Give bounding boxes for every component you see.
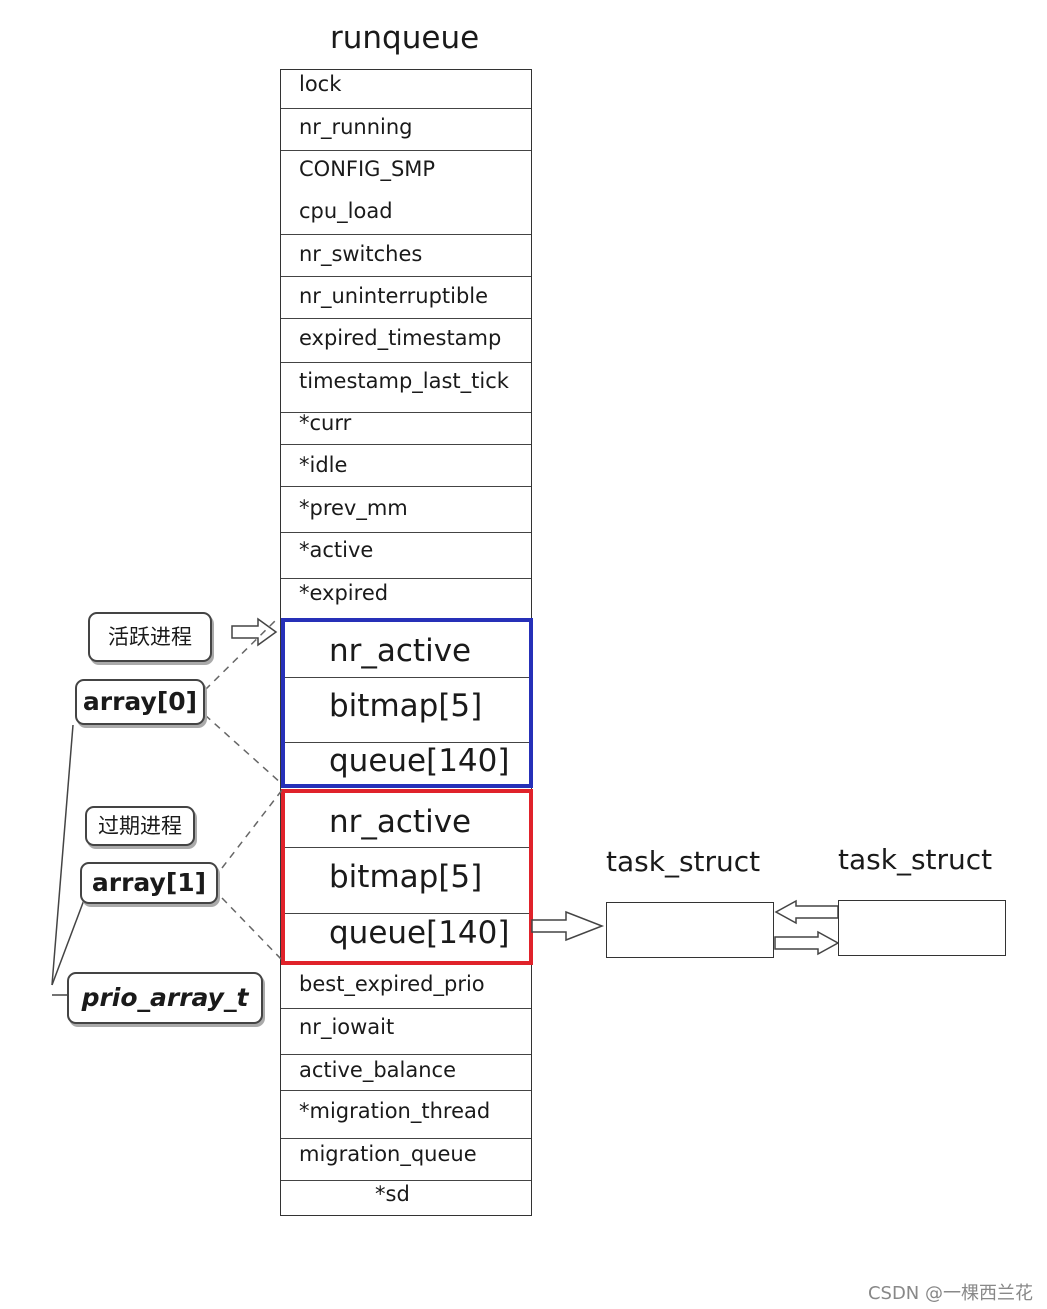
task-struct-box-1 [606,902,774,958]
field-lock: lock [299,72,342,96]
active-queue: queue[140] [329,743,510,779]
row-divider [285,913,529,914]
field-nr-switches: nr_switches [299,242,423,266]
task-struct-box-2 [838,900,1006,956]
field-best-expired-prio: best_expired_prio [299,972,485,996]
prio-array-t-callout: prio_array_t [67,972,263,1024]
task-struct-label-1: task_struct [606,845,761,878]
field-curr: *curr [299,411,352,435]
field-expired-timestamp: expired_timestamp [299,326,502,350]
field-cpu-load: cpu_load [299,199,393,223]
row-divider [285,742,529,743]
array1-dash-top [221,789,283,869]
row-divider [281,1054,531,1055]
expired-nr-active: nr_active [329,804,472,840]
array0-dash-bottom [204,714,283,785]
active-pointer-arrow [231,617,278,647]
expired-array-box: nr_active bitmap[5] queue[140] [281,789,533,965]
row-divider [281,412,531,413]
field-sd: *sd [375,1182,410,1206]
runqueue-title: runqueue [330,20,480,56]
active-process-callout: 活跃进程 [88,612,212,662]
field-timestamp-last-tick: timestamp_last_tick [299,369,509,393]
field-nr-running: nr_running [299,115,413,139]
queue-to-task-arrow [531,910,605,942]
array1-dash-bottom [221,897,283,961]
task-struct-label-2: task_struct [838,843,993,876]
array0-dash-top [204,617,279,691]
field-expired: *expired [299,581,389,605]
field-config-smp: CONFIG_SMP [299,157,436,181]
row-divider [281,362,531,363]
active-array-box: nr_active bitmap[5] queue[140] [281,618,533,788]
row-divider [285,677,529,678]
field-nr-uninterruptible: nr_uninterruptible [299,284,489,308]
row-divider [281,1090,531,1091]
expired-bitmap: bitmap[5] [329,859,483,895]
field-idle: *idle [299,453,348,477]
row-divider [281,578,531,579]
runqueue-table: lock nr_running CONFIG_SMP cpu_load nr_s… [280,69,533,1216]
row-divider [281,486,531,487]
row-divider [281,108,531,109]
expired-queue: queue[140] [329,915,510,951]
array0-callout: array[0] [75,679,205,725]
prio-line-to-array0 [51,724,74,986]
row-divider [281,532,531,533]
field-migration-thread: *migration_thread [299,1099,491,1123]
row-divider [281,150,531,151]
row-divider [281,234,531,235]
field-nr-iowait: nr_iowait [299,1015,395,1039]
expired-process-callout: 过期进程 [85,806,195,846]
field-migration-queue: migration_queue [299,1142,477,1166]
row-divider [285,847,529,848]
row-divider [281,318,531,319]
field-active: *active [299,538,374,562]
row-divider [281,1008,531,1009]
task-link-arrow-right [774,930,840,956]
watermark: CSDN @一棵西兰花 [867,1283,1033,1304]
row-divider [281,1138,531,1139]
array1-callout: array[1] [80,862,218,904]
row-divider [281,444,531,445]
row-divider [281,1180,531,1181]
row-divider [281,276,531,277]
active-nr-active: nr_active [329,633,472,669]
field-active-balance: active_balance [299,1058,457,1082]
task-link-arrow-left [774,899,839,925]
field-prev-mm: *prev_mm [299,496,408,520]
active-bitmap: bitmap[5] [329,688,483,724]
